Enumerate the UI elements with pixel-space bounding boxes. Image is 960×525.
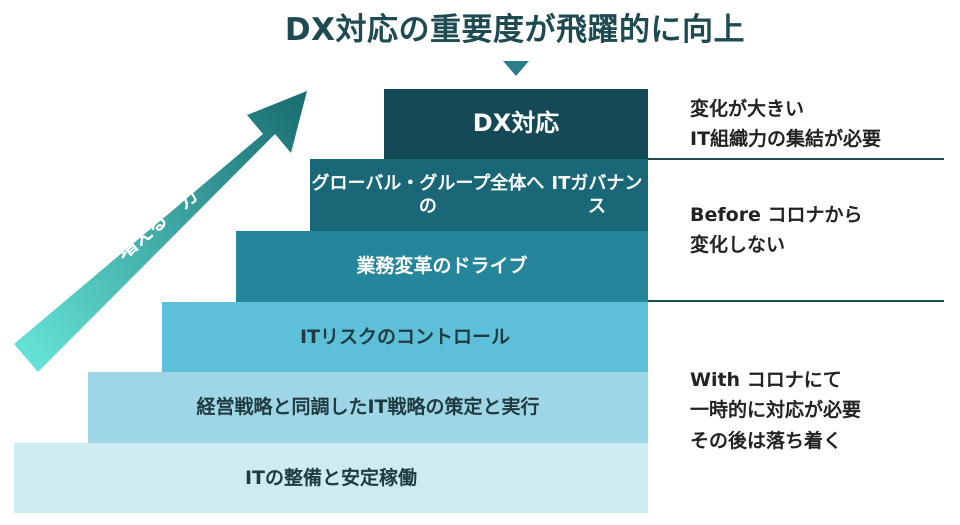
note-line: Before コロナから [690, 204, 863, 226]
divider [648, 158, 944, 160]
note-line: IT組織力の集結が必要 [690, 128, 882, 151]
divider [648, 300, 944, 302]
step-label: ITの整備と安定稼働 [244, 466, 418, 489]
step-label: 経営戦略と同調したIT戦略の策定と実行 [196, 396, 540, 419]
step-it-stable-operation: ITの整備と安定稼働 [14, 443, 648, 513]
page-title: DX対応の重要度が飛躍的に向上 [284, 12, 746, 48]
note-line: その後は落ち着く [690, 429, 843, 452]
step-dx: DX対応 [384, 89, 648, 159]
note-before-covid: Before コロナから 変化しない [690, 200, 863, 261]
note-line: With コロナにて [690, 369, 842, 391]
growth-arrow: 増える一方 [14, 91, 307, 372]
step-label: 業務変革のドライブ [356, 255, 528, 278]
note-line: 一時的に対応が必要 [690, 399, 862, 422]
step-business-transformation: 業務変革のドライブ [236, 231, 648, 302]
note-line: 変化が大きい [690, 98, 805, 120]
growth-arrow-shape [14, 91, 307, 372]
note-with-covid: With コロナにて 一時的に対応が必要 その後は落ち着く [690, 365, 861, 456]
step-label: グローバル・グループ全体への [311, 172, 545, 217]
step-global-governance: グローバル・グループ全体への ITガバナンス [310, 159, 648, 231]
down-triangle-icon [503, 61, 529, 76]
note-line: 変化しない [690, 234, 786, 257]
note-dx: 変化が大きい IT組織力の集結が必要 [690, 94, 881, 155]
step-label: ITガバナンス [551, 172, 643, 217]
step-label: DX対応 [472, 109, 560, 138]
step-it-risk-control: ITリスクのコントロール [162, 302, 648, 372]
step-it-strategy: 経営戦略と同調したIT戦略の策定と実行 [88, 372, 648, 443]
step-label: ITリスクのコントロール [299, 325, 511, 348]
